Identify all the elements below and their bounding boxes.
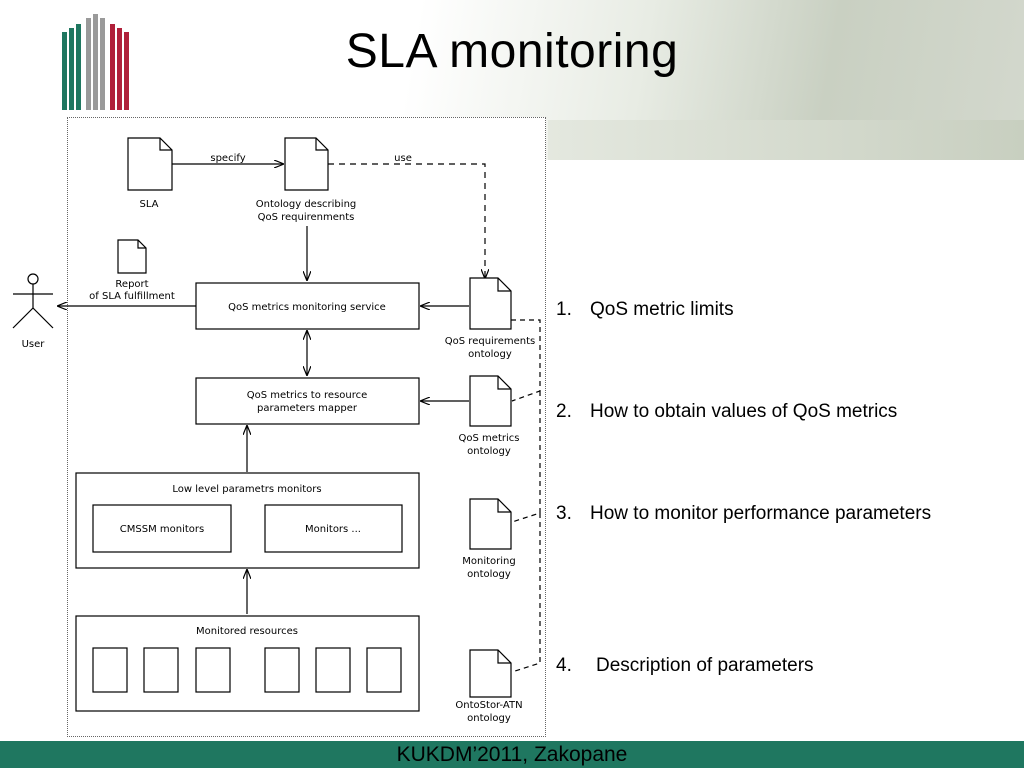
qos-metrics-label-line2: ontology	[467, 446, 511, 457]
specify-label: specify	[210, 153, 245, 164]
footer-text: KUKDM’2011, Zakopane	[396, 743, 628, 766]
mapper-box	[195, 377, 420, 425]
ontology-document-icon	[284, 137, 329, 191]
other-monitors-box	[264, 504, 403, 553]
footer-band	[0, 741, 1024, 768]
logo-red-bars	[110, 24, 129, 110]
list-item-number: 2.	[556, 401, 572, 422]
report-label-line1: Report	[115, 279, 148, 290]
list-item-text: QoS metric limits	[590, 299, 734, 320]
import-link-1	[511, 319, 541, 402]
user-actor-icon	[12, 273, 54, 329]
monitoring-service-label: QoS metrics monitoring service	[228, 302, 386, 313]
monitoring-ontology-label-line2: ontology	[467, 569, 511, 580]
qos-metrics-label-line1: QoS metrics	[459, 433, 520, 444]
list-item-number: 1.	[556, 299, 572, 320]
cmssm-monitors-box	[92, 504, 232, 553]
list-item-number: 3.	[556, 503, 572, 524]
ontology-label-line2: QoS requirenments	[258, 212, 355, 223]
resource-square	[92, 647, 128, 693]
monitored-resources-box	[75, 615, 420, 712]
mapper-label-line2: parameters mapper	[257, 403, 358, 414]
ontology-label-line1: Ontology describing	[256, 199, 357, 210]
other-monitors-label: Monitors ...	[305, 524, 361, 535]
sla-label: SLA	[140, 199, 159, 210]
monitoring-ontology-label-line1: Monitoring	[462, 556, 515, 567]
university-logo	[62, 14, 129, 110]
user-label: User	[22, 339, 46, 350]
monitoring-ontology-document-icon	[469, 498, 512, 550]
report-document-icon	[117, 239, 147, 274]
list-item: 2. How to obtain values of QoS metrics	[556, 401, 1016, 423]
ontology-import-links	[511, 319, 541, 673]
import-link-3	[511, 513, 541, 673]
report-label-line2: of SLA fulfillment	[89, 291, 175, 302]
sla-document-icon	[127, 137, 173, 191]
ontostor-label-line1: OntoStor-ATN	[455, 700, 522, 711]
resource-square	[366, 647, 402, 693]
list-item: 3. How to monitor performance parameters	[556, 503, 1016, 525]
resource-square	[143, 647, 179, 693]
monitored-resources-label: Monitored resources	[196, 626, 298, 637]
list-item-text: Description of parameters	[596, 655, 814, 676]
use-label: use	[394, 153, 412, 164]
qos-requirements-label-line2: ontology	[468, 349, 512, 360]
ontostor-document-icon	[469, 649, 512, 698]
ontostor-label-line2: ontology	[467, 713, 511, 724]
qos-requirements-document-icon	[469, 277, 512, 330]
use-arrow	[328, 163, 485, 278]
resource-square	[264, 647, 300, 693]
import-link-2	[511, 391, 541, 523]
logo-gray-bars	[86, 14, 105, 110]
list-item: 4. Description of parameters	[556, 655, 1016, 677]
monitoring-service-box	[195, 282, 420, 330]
header-background-lower	[548, 120, 1024, 160]
logo-green-bars	[62, 24, 81, 110]
low-level-monitors-label: Low level parametrs monitors	[172, 484, 321, 495]
list-item-text: How to obtain values of QoS metrics	[590, 401, 898, 422]
mapper-label-line1: QoS metrics to resource	[247, 390, 368, 401]
qos-metrics-document-icon	[469, 375, 512, 427]
list-item: 1. QoS metric limits	[556, 299, 1016, 321]
slide-title: SLA monitoring	[345, 25, 679, 78]
cmssm-monitors-label: CMSSM monitors	[120, 524, 204, 535]
resource-squares	[92, 647, 402, 693]
list-item-text: How to monitor performance parameters	[590, 503, 932, 524]
list-item-number: 4.	[556, 655, 572, 676]
resource-square	[195, 647, 231, 693]
resource-square	[315, 647, 351, 693]
qos-requirements-label-line1: QoS requirements	[445, 336, 535, 347]
